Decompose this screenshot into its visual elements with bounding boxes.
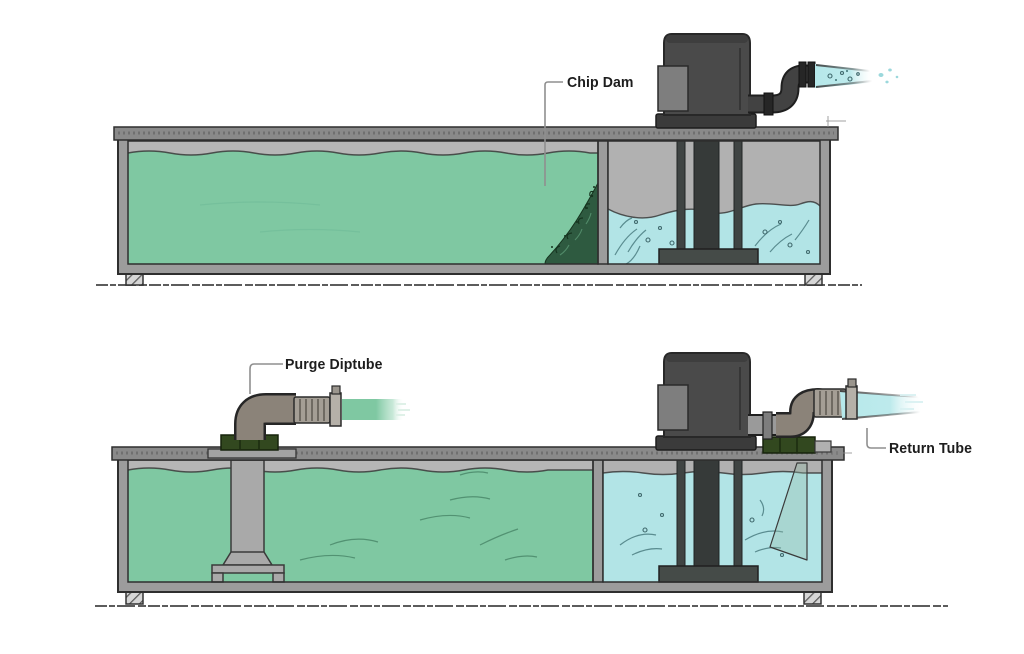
diptube-assembly (211, 459, 285, 583)
purge-diptube-assembly (207, 385, 410, 459)
tank-foot (125, 591, 144, 605)
purge-elbow (236, 395, 296, 440)
pump-base-plate (655, 113, 757, 129)
pump-compartment (607, 130, 821, 265)
pump-suction-column (693, 130, 720, 251)
coolant-pump (655, 33, 816, 129)
return-tube-label: Return Tube (889, 440, 973, 457)
pump-base-plate (655, 435, 757, 451)
coolant-green-fill (128, 468, 593, 582)
turbulence-marks (614, 217, 811, 265)
pump-support-leg (733, 140, 743, 251)
chip-dam-wall (597, 140, 609, 265)
diptube-stand-bar (211, 564, 285, 574)
return-tube-leader-line (866, 428, 886, 449)
pipe-collar (762, 411, 773, 440)
dirty-coolant-compartment (127, 141, 599, 265)
chip-pile (544, 182, 599, 265)
tank-foot (803, 591, 822, 605)
compartment-divider (592, 459, 604, 583)
purge-return-diagram (95, 352, 948, 607)
pump-junction-box (657, 384, 689, 431)
discharge-stream (815, 64, 899, 88)
purge-stream (342, 396, 410, 423)
tank-foot (804, 273, 823, 286)
return-tube-assembly (748, 378, 924, 454)
pump-suction-column (693, 452, 720, 569)
pump-compartment (602, 452, 822, 583)
coolant-surface (127, 150, 598, 156)
turbulence-marks (299, 471, 538, 561)
pump-junction-box (657, 65, 689, 112)
chip-dam-label: Chip Dam (567, 74, 634, 91)
hose-clamp (329, 392, 342, 427)
clamp-screw (331, 385, 341, 395)
tank-lid (113, 126, 839, 141)
return-baffle-plate (769, 462, 808, 561)
purge-diptube-leader-line (249, 363, 283, 394)
purge-diptube-label: Purge Diptube (285, 356, 383, 373)
diptube-flare (221, 551, 274, 566)
turbulence-marks (619, 492, 785, 558)
coolant-compartment (127, 459, 593, 583)
pipe-flange (798, 61, 807, 88)
diptube-column (230, 459, 265, 554)
pump-intake-base (658, 565, 759, 583)
clamp-screw (847, 378, 857, 388)
pump-support-leg (676, 459, 686, 569)
chip-dam-leader-line (544, 81, 563, 186)
hose-clamp (845, 385, 858, 420)
tank-foot (125, 273, 144, 286)
pump-support-leg (676, 140, 686, 251)
pump-support-leg (733, 459, 743, 569)
diptube-stand-leg (211, 572, 224, 583)
diptube-stand-leg (272, 572, 285, 583)
water-surface (607, 200, 821, 219)
lid-step (814, 440, 832, 453)
coolant-green-fill (128, 151, 598, 264)
pump-intake-base (658, 248, 759, 265)
chip-dam-diagram (96, 33, 899, 286)
pipe-flange (807, 61, 816, 88)
coolant-pump (655, 352, 757, 451)
return-elbow (776, 390, 829, 436)
coolant-surface (127, 467, 593, 473)
pipe-flange (763, 92, 774, 116)
